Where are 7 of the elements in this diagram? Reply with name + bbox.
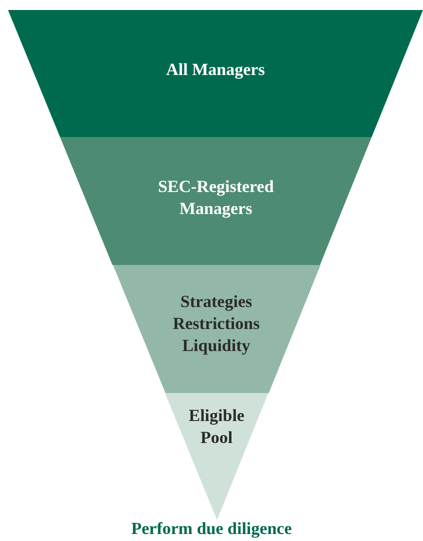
band-label: All Managers: [166, 59, 265, 81]
caption-text: Perform due diligence: [131, 519, 292, 539]
band-label: Liquidity: [182, 335, 250, 357]
band-label: Restrictions: [172, 313, 260, 335]
band-label: SEC-Registered Managers: [156, 176, 275, 220]
band-label: Strategies: [180, 291, 252, 313]
band-label: Eligible Pool: [188, 405, 246, 449]
